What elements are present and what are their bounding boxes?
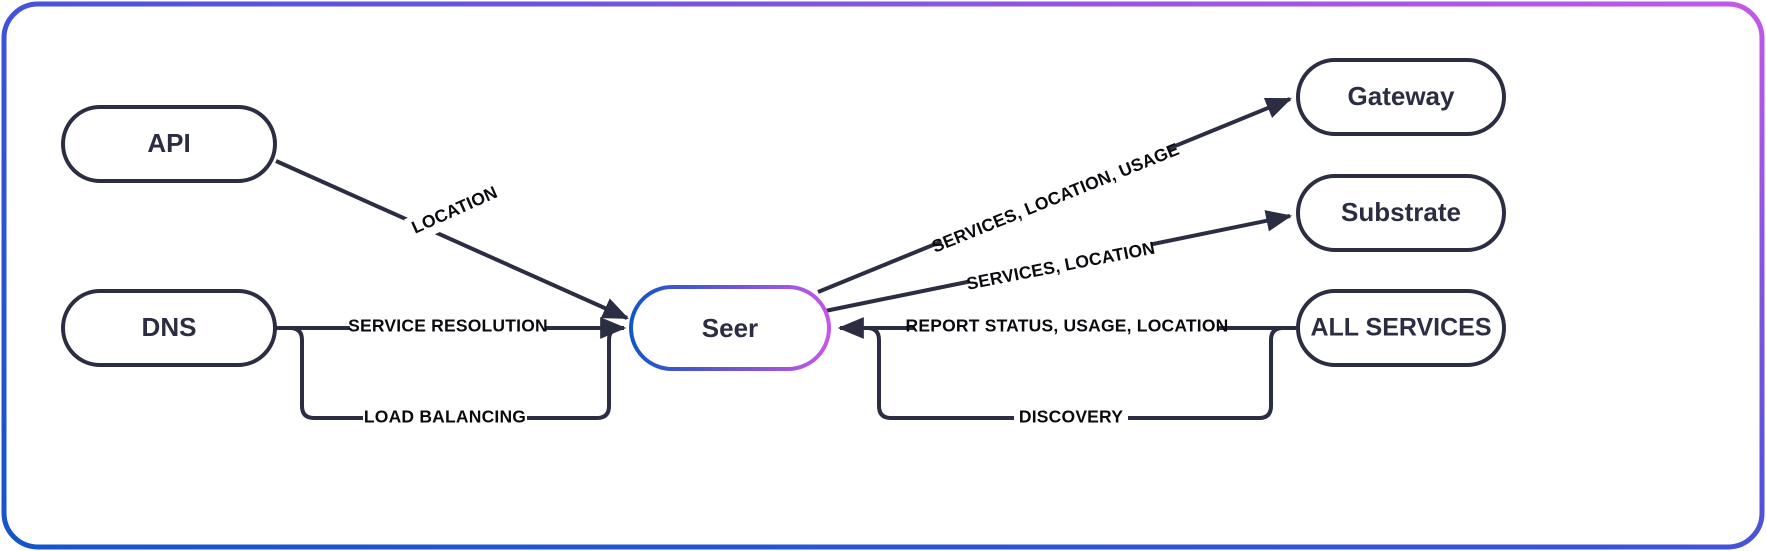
node-label-dns: DNS <box>142 312 197 342</box>
node-gateway[interactable]: Gateway <box>1296 58 1506 136</box>
node-dns[interactable]: DNS <box>61 289 277 367</box>
node-label-all-services: ALL SERVICES <box>1310 314 1491 342</box>
node-label-seer: Seer <box>702 313 758 343</box>
edge-label-text: SERVICE RESOLUTION <box>348 316 548 336</box>
node-label-api: API <box>147 128 190 158</box>
edge-api-seer <box>275 159 629 320</box>
edge-label-all-services-seer-report: REPORT STATUS, USAGE, LOCATION <box>906 314 1229 340</box>
node-seer[interactable]: Seer <box>629 285 831 371</box>
edge-label-dns-seer-balancing: LOAD BALANCING <box>363 405 527 431</box>
node-label-gateway: Gateway <box>1348 81 1455 111</box>
edge-label-text: DISCOVERY <box>1019 407 1123 427</box>
edge-label-text: LOAD BALANCING <box>364 407 526 427</box>
edge-label-text: REPORT STATUS, USAGE, LOCATION <box>906 316 1229 336</box>
node-label-substrate: Substrate <box>1341 197 1461 227</box>
node-substrate[interactable]: Substrate <box>1296 174 1506 252</box>
node-api[interactable]: API <box>61 105 277 183</box>
node-all-services[interactable]: ALL SERVICES <box>1296 289 1506 367</box>
edge-label-all-services-seer-discovery: DISCOVERY <box>1014 405 1128 431</box>
edge-label-dns-seer-resolution: SERVICE RESOLUTION <box>348 314 548 340</box>
